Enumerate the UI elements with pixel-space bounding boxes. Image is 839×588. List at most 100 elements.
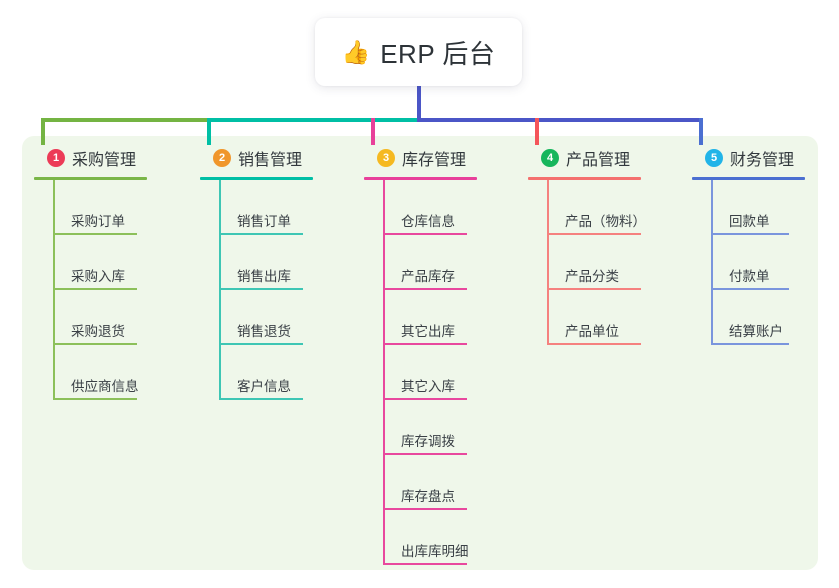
modules-panel xyxy=(22,136,818,570)
list-item[interactable]: 采购入库 xyxy=(53,235,147,290)
drop-line-5 xyxy=(699,118,703,145)
list-item-label: 采购订单 xyxy=(71,213,125,229)
list-item[interactable]: 销售订单 xyxy=(219,180,313,235)
module-spine-1 xyxy=(53,180,55,400)
module-title-1: 采购管理 xyxy=(72,152,137,169)
list-item[interactable]: 客户信息 xyxy=(219,345,313,400)
trunk-segment-green xyxy=(41,118,207,122)
list-item-label: 产品库存 xyxy=(401,268,455,284)
list-item-rule xyxy=(383,233,467,235)
list-item[interactable]: 采购退货 xyxy=(53,290,147,345)
list-item[interactable]: 销售退货 xyxy=(219,290,313,345)
list-item[interactable]: 采购订单 xyxy=(53,180,147,235)
module-item-list-2: 销售订单销售出库销售退货客户信息 xyxy=(200,180,313,400)
list-item-rule xyxy=(547,288,641,290)
list-item-rule xyxy=(547,233,641,235)
list-item-label: 采购入库 xyxy=(71,268,125,284)
list-item-rule xyxy=(53,398,137,400)
list-item-label: 库存盘点 xyxy=(401,488,455,504)
list-item-label: 产品（物料） xyxy=(565,213,646,229)
module-title-2: 销售管理 xyxy=(238,152,303,169)
list-item[interactable]: 产品（物料） xyxy=(547,180,646,235)
module-spine-2 xyxy=(219,180,221,400)
trunk-segment-purple xyxy=(417,118,703,122)
module-header-rule-5 xyxy=(692,177,805,180)
list-item[interactable]: 库存盘点 xyxy=(383,455,477,510)
list-item[interactable]: 销售出库 xyxy=(219,235,313,290)
module-badge-3: 3 xyxy=(377,149,395,167)
list-item[interactable]: 其它入库 xyxy=(383,345,477,400)
module-header-rule-2 xyxy=(200,177,313,180)
root-node-card[interactable]: 👍 ERP 后台 xyxy=(315,18,522,86)
list-item-rule xyxy=(219,398,303,400)
module-spine-4 xyxy=(547,180,549,345)
module-header-rule-1 xyxy=(34,177,147,180)
module-title-3: 库存管理 xyxy=(402,152,467,169)
list-item-label: 其它出库 xyxy=(401,323,455,339)
list-item[interactable]: 付款单 xyxy=(711,235,805,290)
drop-line-2 xyxy=(207,118,211,145)
list-item-rule xyxy=(711,288,789,290)
list-item-label: 客户信息 xyxy=(237,378,291,394)
list-item-rule xyxy=(383,398,467,400)
list-item-rule xyxy=(383,288,467,290)
module-header-2[interactable]: 2 销售管理 xyxy=(200,145,313,171)
module-header-rule-4 xyxy=(528,177,641,180)
module-column-4: 4 产品管理产品（物料） 产品分类产品单位 xyxy=(528,145,646,345)
list-item[interactable]: 供应商信息 xyxy=(53,345,147,400)
list-item-label: 销售出库 xyxy=(237,268,291,284)
list-item-rule xyxy=(383,343,467,345)
list-item[interactable]: 库存调拨 xyxy=(383,400,477,455)
list-item-label: 付款单 xyxy=(729,268,770,284)
list-item-label: 产品分类 xyxy=(565,268,619,284)
list-item-rule xyxy=(219,288,303,290)
list-item[interactable]: 产品分类 xyxy=(547,235,646,290)
trunk-segment-teal xyxy=(207,118,417,122)
list-item-rule xyxy=(219,343,303,345)
drop-line-3 xyxy=(371,118,375,145)
drop-line-1 xyxy=(41,118,45,145)
list-item-label: 销售订单 xyxy=(237,213,291,229)
list-item-rule xyxy=(383,508,467,510)
list-item-label: 其它入库 xyxy=(401,378,455,394)
module-badge-4: 4 xyxy=(541,149,559,167)
list-item[interactable]: 结算账户 xyxy=(711,290,805,345)
list-item-rule xyxy=(53,343,137,345)
module-spine-5 xyxy=(711,180,713,345)
list-item-label: 库存调拨 xyxy=(401,433,455,449)
module-column-3: 3 库存管理仓库信息产品库存其它出库其它入库库存调拨库存盘点出库库明细 xyxy=(364,145,477,565)
list-item[interactable]: 出库库明细 xyxy=(383,510,477,565)
module-header-4[interactable]: 4 产品管理 xyxy=(528,145,646,171)
root-stem-line xyxy=(417,84,421,122)
module-spine-3 xyxy=(383,180,385,565)
list-item-label: 出库库明细 xyxy=(401,543,469,559)
list-item-label: 产品单位 xyxy=(565,323,619,339)
module-title-5: 财务管理 xyxy=(730,152,795,169)
list-item-rule xyxy=(383,453,467,455)
list-item-label: 供应商信息 xyxy=(71,378,139,394)
list-item-rule xyxy=(711,233,789,235)
module-title-4: 产品管理 xyxy=(566,152,631,169)
list-item[interactable]: 产品单位 xyxy=(547,290,646,345)
list-item-label: 采购退货 xyxy=(71,323,125,339)
module-item-list-3: 仓库信息产品库存其它出库其它入库库存调拨库存盘点出库库明细 xyxy=(364,180,477,565)
list-item[interactable]: 其它出库 xyxy=(383,290,477,345)
list-item-rule xyxy=(219,233,303,235)
list-item[interactable]: 产品库存 xyxy=(383,235,477,290)
root-node-title: ERP 后台 xyxy=(380,38,496,69)
module-badge-2: 2 xyxy=(213,149,231,167)
list-item-label: 仓库信息 xyxy=(401,213,455,229)
module-header-rule-3 xyxy=(364,177,477,180)
module-header-3[interactable]: 3 库存管理 xyxy=(364,145,477,171)
module-column-2: 2 销售管理销售订单销售出库销售退货客户信息 xyxy=(200,145,313,400)
list-item-rule xyxy=(711,343,789,345)
list-item[interactable]: 仓库信息 xyxy=(383,180,477,235)
module-item-list-1: 采购订单采购入库采购退货供应商信息 xyxy=(34,180,147,400)
list-item[interactable]: 回款单 xyxy=(711,180,805,235)
list-item-rule xyxy=(53,288,137,290)
thumbs-up-icon: 👍 xyxy=(341,38,371,65)
